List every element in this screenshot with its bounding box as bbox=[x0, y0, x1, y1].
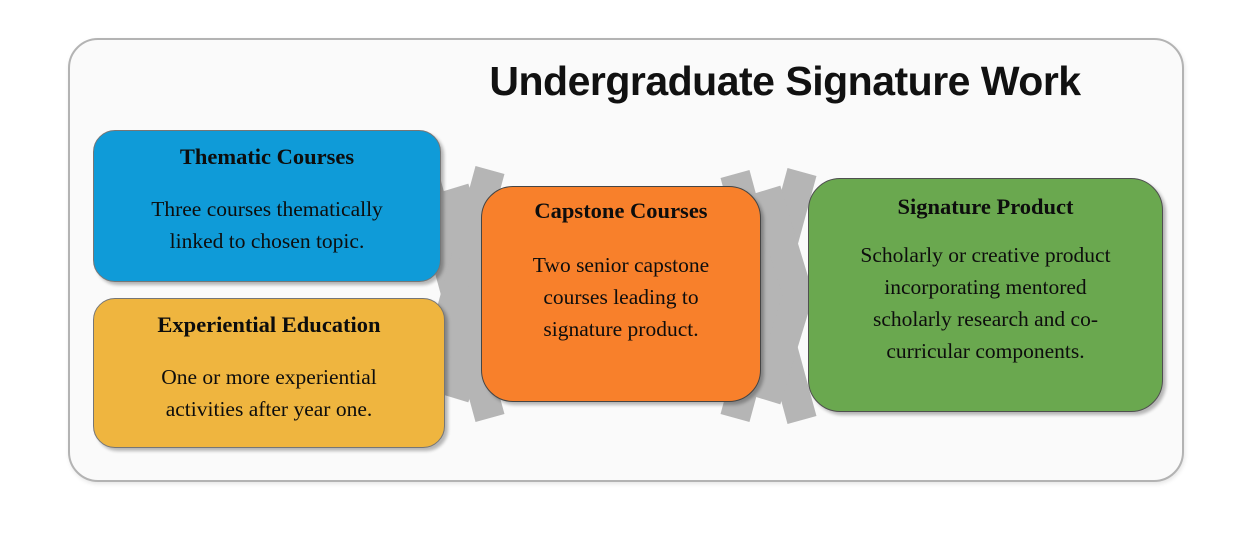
node-description: Three courses thematically linked to cho… bbox=[151, 197, 383, 253]
node-title: Signature Product bbox=[897, 194, 1074, 219]
node-title: Thematic Courses bbox=[179, 144, 355, 169]
node-experiential-education: Experiential Education One or more exper… bbox=[93, 298, 445, 448]
node-description: Two senior capstone courses leading to s… bbox=[532, 253, 710, 341]
node-title: Experiential Education bbox=[157, 312, 381, 337]
node-thematic-courses: Thematic Courses Three courses thematica… bbox=[93, 130, 441, 282]
node-description: Scholarly or creative product incorporat… bbox=[860, 243, 1111, 363]
node-title: Capstone Courses bbox=[534, 198, 708, 223]
node-capstone-courses: Capstone Courses Two senior capstone cou… bbox=[481, 186, 761, 402]
page-title: Undergraduate Signature Work bbox=[489, 58, 1081, 104]
node-signature-product: Signature Product Scholarly or creative … bbox=[808, 178, 1163, 412]
node-description: One or more experiential activities afte… bbox=[161, 365, 377, 421]
